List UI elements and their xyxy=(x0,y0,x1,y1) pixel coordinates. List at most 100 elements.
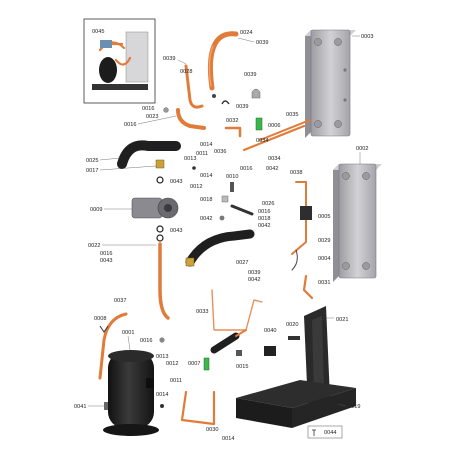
callout-0039e: 0039 xyxy=(248,270,260,276)
leader-0001 xyxy=(127,335,131,351)
callout-0014d: 0014 xyxy=(222,436,234,442)
callout-0029: 0029 xyxy=(318,238,330,244)
callout-0045: 0045 xyxy=(92,29,104,35)
fitting-0013a xyxy=(192,166,196,170)
base-front xyxy=(236,398,292,428)
callout-0008: 0008 xyxy=(94,316,106,322)
callout-0019: 0019 xyxy=(348,404,360,410)
callout-0024: 0024 xyxy=(240,30,252,36)
callout-0015: 0015 xyxy=(236,364,248,370)
copper-pipe-0035b xyxy=(259,119,311,141)
green-valve-0006 xyxy=(255,117,263,131)
callout-0042a: 0042 xyxy=(266,166,278,172)
oring-0043b xyxy=(156,225,164,233)
valve-clip-0039d xyxy=(221,100,230,105)
phx-upper-bolt-1 xyxy=(343,68,347,72)
callout-0017: 0017 xyxy=(86,168,98,174)
callout-0009: 0009 xyxy=(90,207,102,213)
base-plate-0019 xyxy=(236,380,356,428)
callout-0041: 0041 xyxy=(74,404,86,410)
bolt-0041 xyxy=(104,402,108,410)
callout-0031: 0031 xyxy=(318,280,330,286)
copper-pipe-0033 xyxy=(211,289,263,331)
callout-0023: 0023 xyxy=(146,114,158,120)
inset-unit-overview xyxy=(83,18,156,104)
callout-0025: 0025 xyxy=(86,158,98,164)
copper-stub-0026 xyxy=(230,204,254,216)
pump-hub xyxy=(164,204,172,212)
leader-0039b xyxy=(177,59,187,65)
filter-drier-pipe xyxy=(235,329,247,337)
fitting-0017 xyxy=(155,159,165,169)
plate-heat-exchanger-lower xyxy=(333,163,382,282)
callout-0016e: 0016 xyxy=(100,251,112,257)
bracket-0020 xyxy=(288,336,300,340)
callout-0014a: 0014 xyxy=(200,142,212,148)
callout-0033: 0033 xyxy=(196,309,208,315)
leader-0017 xyxy=(99,165,157,171)
callout-0044: 0044 xyxy=(324,430,336,436)
callout-0039a: 0039 xyxy=(256,40,268,46)
insulated-pipe-0027 xyxy=(185,229,255,267)
phx-lower-port-1 xyxy=(342,172,350,180)
callout-0032: 0032 xyxy=(226,118,238,124)
leader-0025 xyxy=(99,157,121,161)
callout-0001: 0001 xyxy=(122,330,134,336)
phx-upper-port-2 xyxy=(334,38,342,46)
callout-box-0044 xyxy=(307,425,343,439)
fitting-0016a xyxy=(163,107,169,113)
callout-0013a: 0013 xyxy=(184,156,196,162)
callout-0034a: 0034 xyxy=(256,138,268,144)
insulated-pipe-0025 xyxy=(117,140,181,169)
leader-0016b xyxy=(137,115,177,125)
callout-0004: 0004 xyxy=(318,256,330,262)
compressor-terminal xyxy=(146,378,154,388)
copper-pipe-0031 xyxy=(302,274,314,300)
base-top xyxy=(236,380,356,408)
screw-0044 xyxy=(312,429,316,436)
leader-0019 xyxy=(337,403,347,407)
callout-0034b: 0034 xyxy=(268,156,280,162)
copper-pipe-0024 xyxy=(207,31,239,91)
callout-0040: 0040 xyxy=(264,328,276,334)
compressor-base xyxy=(103,424,159,436)
oring-0043a xyxy=(156,176,164,184)
callout-0043c: 0043 xyxy=(100,258,112,264)
callout-0005: 0005 xyxy=(318,214,330,220)
callout-0028: 0028 xyxy=(180,69,192,75)
sensor-0010 xyxy=(230,182,234,192)
callout-0002: 0002 xyxy=(356,146,368,152)
callout-0016b: 0016 xyxy=(124,122,136,128)
callout-0014b: 0014 xyxy=(200,173,212,179)
callout-0039b: 0039 xyxy=(163,56,175,62)
fitting-0027-brass xyxy=(185,257,195,267)
callout-0027: 0027 xyxy=(236,260,248,266)
phx-upper-body xyxy=(310,29,351,137)
compressor-body xyxy=(108,352,154,428)
bracket-0040 xyxy=(264,346,276,356)
inset-compressor xyxy=(99,57,117,83)
frame-upright-face xyxy=(312,316,324,394)
callout-0035: 0035 xyxy=(286,112,298,118)
valve-clip-0039c xyxy=(251,88,261,99)
phx-upper-port-1 xyxy=(314,38,322,46)
phx-lower-side xyxy=(333,164,339,282)
copper-pipe-0037 xyxy=(98,312,128,380)
callout-0016a: 0016 xyxy=(142,106,154,112)
callout-0021: 0021 xyxy=(336,317,348,323)
callout-0016d: 0016 xyxy=(258,209,270,215)
copper-pipe-0032 xyxy=(224,126,242,138)
copper-pipe-0035 xyxy=(242,124,306,152)
callout-0014c: 0014 xyxy=(156,392,168,398)
callout-0036: 0036 xyxy=(214,149,226,155)
clip-0015 xyxy=(236,350,242,356)
callout-0007: 0007 xyxy=(188,361,200,367)
callout-0020: 0020 xyxy=(286,322,298,328)
callout-0012b: 0012 xyxy=(166,361,178,367)
callout-0018a: 0018 xyxy=(200,197,212,203)
inset-pump xyxy=(100,40,112,48)
callout-0039c: 0039 xyxy=(244,72,256,78)
callout-0003: 0003 xyxy=(361,34,373,40)
phx-lower-port-3 xyxy=(342,262,350,270)
